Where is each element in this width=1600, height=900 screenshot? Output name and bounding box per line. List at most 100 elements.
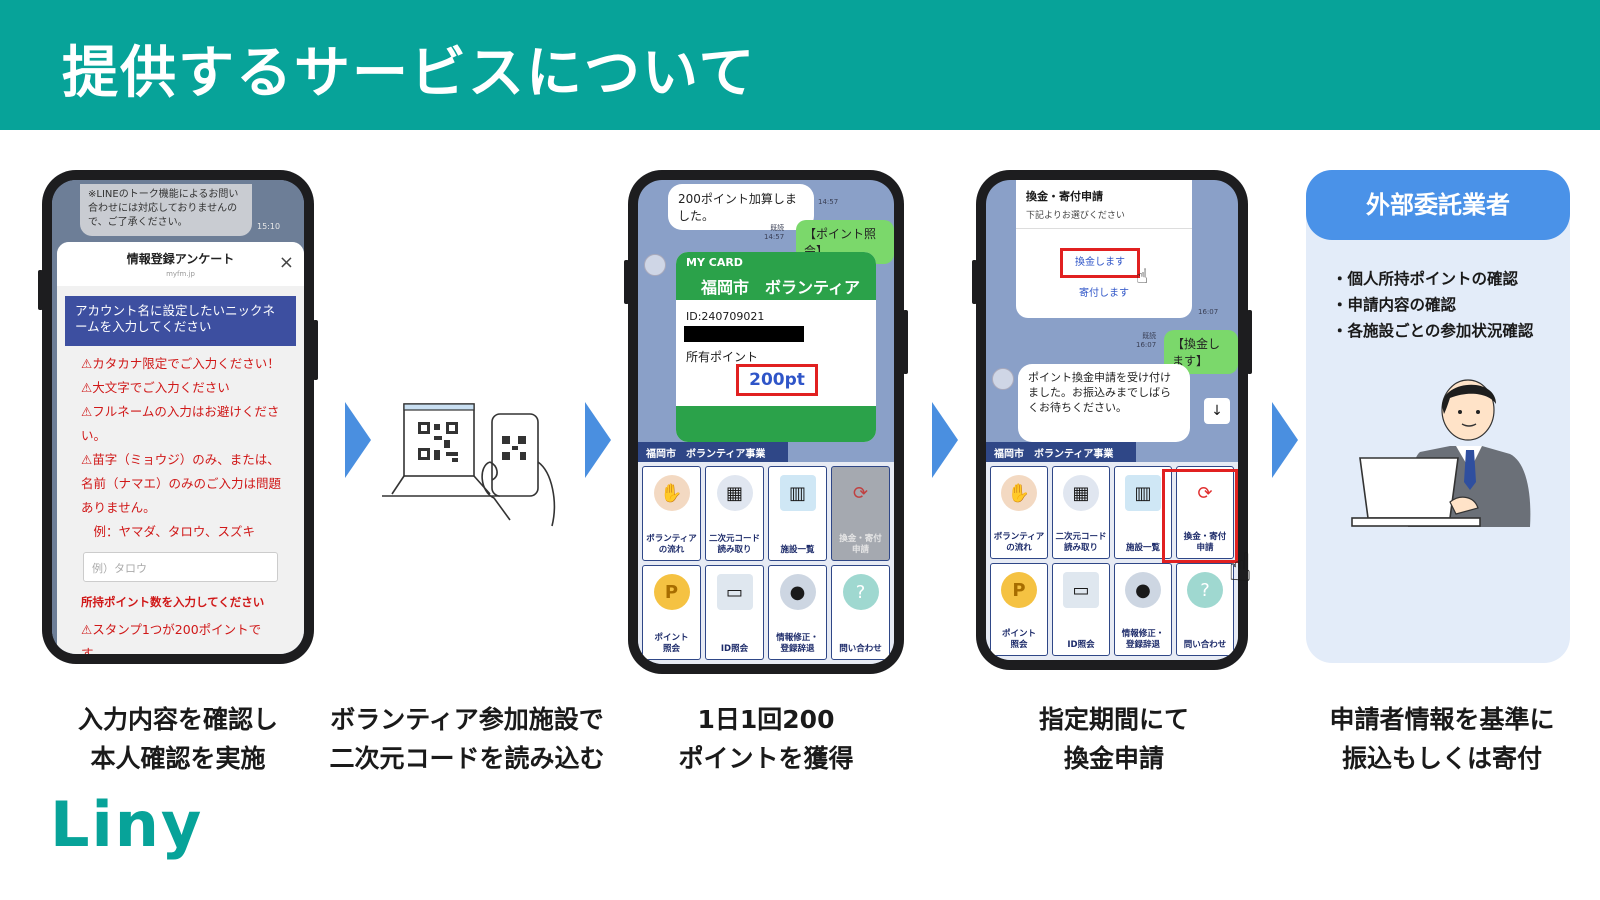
liny-logo: Liny bbox=[50, 788, 204, 861]
office-worker-illustration bbox=[1350, 362, 1540, 532]
qr-phone-icon: ▦ bbox=[716, 475, 753, 511]
tile-facility-list[interactable]: ▥施設一覧 bbox=[768, 466, 827, 561]
tile-id-inquiry[interactable]: ▭ID照会 bbox=[705, 565, 764, 660]
panel-task-list: ・個人所持ポイントの確認 ・申請内容の確認 ・各施設ごとの参加状況確認 bbox=[1332, 266, 1533, 344]
panel-title: 外部委託業者 bbox=[1306, 170, 1570, 240]
avatar bbox=[644, 254, 666, 276]
phone-registration-survey: ※LINEのトーク機能によるお問い合わせには対応しておりませんので、ご了承くださ… bbox=[38, 170, 318, 664]
header-bar: 提供するサービスについて bbox=[0, 0, 1600, 130]
card-label: MY CARD bbox=[686, 256, 743, 269]
warning-line: ⚠カタカナ限定でご入力ください！ bbox=[81, 356, 280, 371]
refresh-icon: ⟳ bbox=[852, 482, 869, 504]
modal-domain: myfm.jp bbox=[166, 270, 195, 278]
arrow-right-icon bbox=[345, 402, 371, 478]
hands-icon: ✋ bbox=[653, 475, 690, 511]
tile-info-update[interactable]: ●情報修正・ 登録辞退 bbox=[768, 565, 827, 660]
panel-task-item: ・申請内容の確認 bbox=[1332, 296, 1457, 314]
id-card-icon: ▭ bbox=[716, 574, 753, 610]
arrow-right-icon bbox=[1272, 402, 1298, 478]
exchange-message: 【換金します】 bbox=[1164, 330, 1238, 374]
points-added-message: 200ポイント加算しました。 bbox=[668, 184, 814, 230]
phone-exchange-request: 換金・寄付申請 下記よりお選びください 換金します 寄付します ☝ 16:07 … bbox=[972, 170, 1252, 670]
survey-modal: 情報登録アンケート myfm.jp × アカウント名に設定したいニックネームを入… bbox=[57, 242, 304, 654]
menu-band: 福岡市 ボランティア事業 bbox=[986, 442, 1136, 462]
chat-bubble-icon: ? bbox=[842, 574, 879, 610]
step-caption: ボランティア参加施設で 二次元コードを読み込む bbox=[329, 705, 605, 773]
tile-contact[interactable]: ?問い合わせ bbox=[1176, 563, 1234, 656]
warning-line: す。 bbox=[81, 646, 105, 654]
redacted-bar bbox=[684, 326, 804, 342]
arrow-right-icon bbox=[932, 402, 958, 478]
nickname-warnings: ⚠カタカナ限定でご入力ください！ ⚠大文字でご入力ください ⚠フルネームの入力は… bbox=[57, 346, 304, 544]
notice-bubble: ※LINEのトーク機能によるお問い合わせには対応しておりませんので、ご了承くださ… bbox=[80, 184, 252, 236]
warning-line: ありません。 bbox=[81, 500, 156, 515]
warning-line: ⚠スタンプ1つが200ポイントで bbox=[81, 622, 262, 637]
tile-qr-scan[interactable]: ▦二次元コード 読み取り bbox=[1052, 466, 1110, 559]
points-warnings: ⚠スタンプ1つが200ポイントで す。 bbox=[57, 610, 304, 654]
points-question: 所持ポイント数を入力してください bbox=[81, 595, 265, 609]
option-donate-button[interactable]: 寄付します bbox=[1079, 288, 1129, 299]
warning-line: い。 bbox=[81, 428, 107, 443]
chat-bubble-icon: ? bbox=[1187, 572, 1223, 608]
warning-line: 例：ヤマダ、タロウ、スズキ bbox=[81, 524, 256, 539]
tile-volunteer-flow[interactable]: ✋ボランティア の流れ bbox=[642, 466, 701, 561]
message-time: 16:07 bbox=[1198, 308, 1219, 316]
panel-task-item: ・各施設ごとの参加状況確認 bbox=[1332, 322, 1534, 340]
page-title: 提供するサービスについて bbox=[62, 41, 757, 106]
message-time: 15:10 bbox=[257, 222, 281, 231]
phone-my-card: 200ポイント加算しました。 14:57 既読 14:57 【ポイント照会】 M… bbox=[624, 170, 908, 674]
tile-contact[interactable]: ?問い合わせ bbox=[831, 565, 890, 660]
exchange-card-sub: 下記よりお選びください bbox=[1026, 211, 1125, 221]
warning-line: ⚠フルネームの入力はお避けくださ bbox=[81, 404, 280, 419]
nickname-input[interactable]: 例）タロウ bbox=[83, 552, 278, 582]
card-name: 福岡市 ボランティア bbox=[701, 278, 861, 297]
exchange-card: 換金・寄付申請 下記よりお選びください 換金します 寄付します ☝ bbox=[1016, 180, 1192, 318]
tile-exchange-request[interactable]: ⟳換金・寄付 申請 bbox=[831, 466, 890, 561]
warning-line: 名前（ナマエ）のみのご入力は問題 bbox=[81, 476, 282, 491]
close-icon[interactable]: × bbox=[278, 252, 294, 273]
step-caption: 指定期間にて 換金申請 bbox=[1038, 705, 1189, 773]
person-icon: ● bbox=[1125, 572, 1161, 608]
avatar bbox=[992, 368, 1014, 390]
warning-line: ⚠大文字でご入力ください bbox=[81, 380, 230, 395]
message-time: 14:57 bbox=[818, 198, 839, 206]
tile-info-update[interactable]: ●情報修正・ 登録辞退 bbox=[1114, 563, 1172, 656]
reply-message: ポイント換金申請を受け付けました。お振込みまでしばらくお待ちください。 bbox=[1018, 364, 1190, 442]
coin-icon: P bbox=[1001, 572, 1037, 608]
person-icon: ● bbox=[779, 574, 816, 610]
building-icon: ▥ bbox=[779, 475, 816, 511]
tile-qr-scan[interactable]: ▦二次元コード 読み取り bbox=[705, 466, 764, 561]
qr-phone-icon: ▦ bbox=[1063, 475, 1099, 511]
option-exchange-button[interactable]: 換金します bbox=[1060, 248, 1140, 278]
exchange-card-title: 換金・寄付申請 bbox=[1026, 190, 1103, 203]
tile-id-inquiry[interactable]: ▭ID照会 bbox=[1052, 563, 1110, 656]
outsourcing-panel: 外部委託業者 ・個人所持ポイントの確認 ・申請内容の確認 ・各施設ごとの参加状況… bbox=[1306, 170, 1570, 663]
step-caption: 1日1回200 ポイントを獲得 bbox=[678, 705, 854, 773]
qr-scan-icon bbox=[382, 403, 556, 527]
hands-icon: ✋ bbox=[1001, 475, 1037, 511]
tile-volunteer-flow[interactable]: ✋ボランティア の流れ bbox=[990, 466, 1048, 559]
scroll-down-icon[interactable]: ↓ bbox=[1204, 398, 1230, 424]
arrow-right-icon bbox=[585, 402, 611, 478]
building-icon: ▥ bbox=[1125, 475, 1161, 511]
pointer-hand-icon: ☝ bbox=[1228, 545, 1253, 591]
id-card-icon: ▭ bbox=[1063, 572, 1099, 608]
step-caption: 申請者情報を基準に 振込もしくは寄付 bbox=[1329, 705, 1555, 773]
step-caption: 入力内容を確認し 本人確認を実施 bbox=[77, 705, 278, 773]
card-points-label: 所有ポイント bbox=[686, 350, 759, 364]
my-card: MY CARD 福岡市 ボランティア ID:240709021 所有ポイント 2… bbox=[676, 252, 876, 442]
person-laptop-icon bbox=[1351, 379, 1531, 527]
card-id: ID:240709021 bbox=[686, 310, 765, 323]
nickname-question: アカウント名に設定したいニックネームを入力してください bbox=[65, 296, 296, 346]
pointer-hand-icon: ☝ bbox=[1136, 264, 1149, 288]
card-points-value: 200pt bbox=[736, 364, 818, 396]
qr-scan-illustration bbox=[382, 402, 582, 532]
read-time: 既読 14:57 bbox=[764, 224, 785, 241]
tile-exchange-request[interactable]: ⟳換金・寄付 申請 bbox=[1176, 466, 1234, 559]
modal-title: 情報登録アンケート bbox=[126, 252, 235, 266]
menu-band: 福岡市 ボランティア事業 bbox=[638, 442, 788, 462]
read-time: 既読 16:07 bbox=[1136, 332, 1157, 349]
coin-icon: P bbox=[653, 574, 690, 610]
